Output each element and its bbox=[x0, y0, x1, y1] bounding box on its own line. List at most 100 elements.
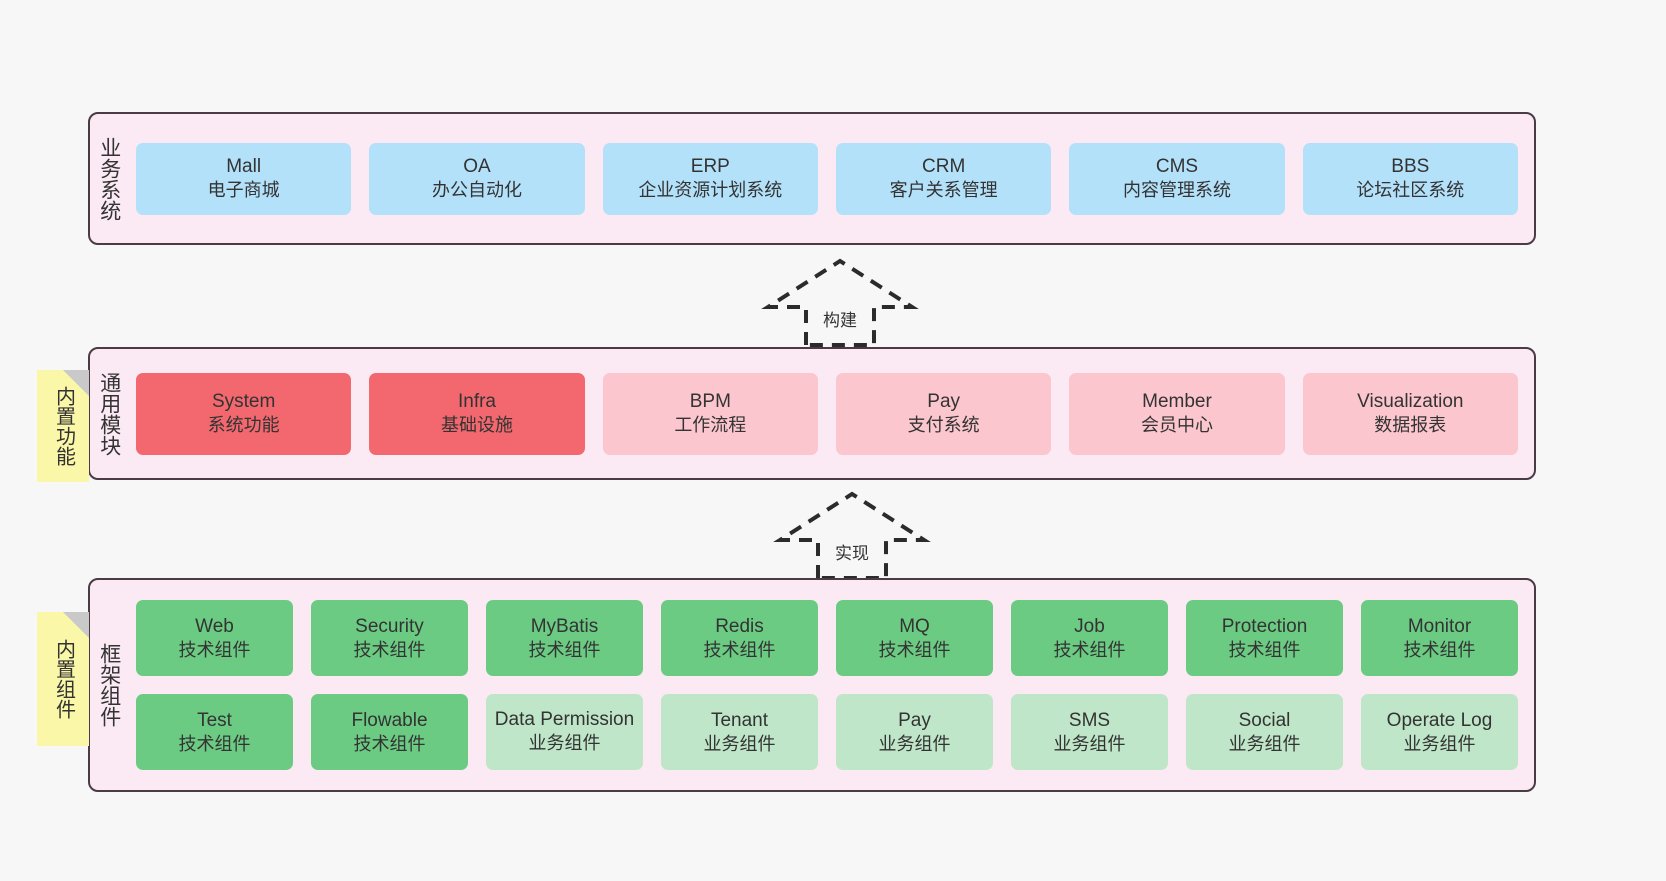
card-title: Test bbox=[197, 709, 232, 731]
card-pay-module[interactable]: Pay 支付系统 bbox=[835, 372, 1052, 455]
layer-label-common-modules: 通用模块 bbox=[97, 371, 121, 456]
card-crm[interactable]: CRM 客户关系管理 bbox=[835, 142, 1052, 215]
card-title: Tenant bbox=[710, 709, 769, 731]
layer-framework-components: 框架组件 Web 技术组件 Security 技术组件 MyBatis 技术组件… bbox=[88, 578, 1536, 792]
card-title: Visualization bbox=[1357, 391, 1464, 413]
card-title: CMS bbox=[1155, 156, 1199, 178]
card-title: Data Permission bbox=[494, 709, 635, 731]
card-subtitle: 技术组件 bbox=[1228, 639, 1301, 660]
card-tenant[interactable]: Tenant 业务组件 bbox=[661, 694, 818, 770]
card-subtitle: 论坛社区系统 bbox=[1356, 180, 1465, 201]
card-subtitle: 技术组件 bbox=[353, 733, 426, 754]
card-operate-log[interactable]: Operate Log 业务组件 bbox=[1361, 694, 1518, 770]
card-subtitle: 企业资源计划系统 bbox=[638, 180, 783, 201]
layer-business-systems: 业务系统 Mall 电子商城 OA 办公自动化 ERP 企业资源计划系统 CRM… bbox=[88, 112, 1536, 245]
page-fold-icon bbox=[63, 612, 89, 638]
card-mall[interactable]: Mall 电子商城 bbox=[136, 142, 352, 215]
card-title: Monitor bbox=[1407, 615, 1472, 637]
card-title: MyBatis bbox=[530, 615, 599, 637]
card-test[interactable]: Test 技术组件 bbox=[136, 694, 293, 770]
card-subtitle: 数据报表 bbox=[1374, 415, 1447, 436]
card-security[interactable]: Security 技术组件 bbox=[311, 600, 468, 676]
sticky-note-text: 内置组件 bbox=[52, 639, 75, 719]
card-subtitle: 业务组件 bbox=[878, 733, 951, 754]
card-subtitle: 业务组件 bbox=[1403, 733, 1476, 754]
card-cms[interactable]: CMS 内容管理系统 bbox=[1069, 142, 1285, 215]
card-pay-component[interactable]: Pay 业务组件 bbox=[836, 694, 993, 770]
sticky-note-built-in-functions: 内置功能 bbox=[37, 370, 89, 482]
card-subtitle: 技术组件 bbox=[1053, 639, 1126, 660]
card-mq[interactable]: MQ 技术组件 bbox=[836, 600, 993, 676]
layer-common-modules: 通用模块 System 系统功能 Infra 基础设施 BPM 工作流程 Pay… bbox=[88, 347, 1536, 480]
card-row: Web 技术组件 Security 技术组件 MyBatis 技术组件 Redi… bbox=[136, 600, 1518, 676]
arrow-label-realize: 实现 bbox=[835, 544, 869, 563]
card-subtitle: 电子商城 bbox=[207, 180, 280, 201]
card-subtitle: 技术组件 bbox=[1403, 639, 1476, 660]
card-subtitle: 业务组件 bbox=[1228, 733, 1301, 754]
card-subtitle: 基础设施 bbox=[440, 415, 513, 436]
card-web[interactable]: Web 技术组件 bbox=[136, 600, 293, 676]
card-visualization[interactable]: Visualization 数据报表 bbox=[1302, 372, 1518, 455]
card-data-permission[interactable]: Data Permission 业务组件 bbox=[486, 694, 643, 770]
card-bbs[interactable]: BBS 论坛社区系统 bbox=[1302, 142, 1518, 215]
card-subtitle: 技术组件 bbox=[528, 639, 601, 660]
card-flowable[interactable]: Flowable 技术组件 bbox=[311, 694, 468, 770]
card-title: OA bbox=[463, 156, 491, 178]
card-mybatis[interactable]: MyBatis 技术组件 bbox=[486, 600, 643, 676]
card-subtitle: 业务组件 bbox=[1053, 733, 1126, 754]
layer-body-common-modules: System 系统功能 Infra 基础设施 BPM 工作流程 Pay 支付系统… bbox=[128, 349, 1534, 478]
dashed-hollow-arrow-icon bbox=[761, 258, 919, 347]
card-erp[interactable]: ERP 企业资源计划系统 bbox=[602, 142, 818, 215]
card-subtitle: 系统功能 bbox=[207, 415, 280, 436]
card-title: BPM bbox=[689, 391, 731, 413]
card-title: Operate Log bbox=[1386, 709, 1493, 731]
dashed-hollow-arrow-icon bbox=[773, 491, 931, 580]
sticky-note-built-in-components: 内置组件 bbox=[37, 612, 89, 746]
card-oa[interactable]: OA 办公自动化 bbox=[369, 142, 585, 215]
layer-label-framework-components: 框架组件 bbox=[97, 643, 121, 727]
card-subtitle: 工作流程 bbox=[674, 415, 747, 436]
card-job[interactable]: Job 技术组件 bbox=[1011, 600, 1168, 676]
card-bpm[interactable]: BPM 工作流程 bbox=[602, 372, 818, 455]
card-member[interactable]: Member 会员中心 bbox=[1069, 372, 1285, 455]
card-subtitle: 技术组件 bbox=[878, 639, 951, 660]
card-subtitle: 业务组件 bbox=[703, 733, 776, 754]
card-subtitle: 内容管理系统 bbox=[1122, 180, 1231, 201]
card-title: ERP bbox=[690, 156, 730, 178]
card-subtitle: 办公自动化 bbox=[431, 180, 522, 201]
card-title: Redis bbox=[715, 615, 764, 637]
card-title: Protection bbox=[1221, 615, 1308, 637]
card-title: Pay bbox=[898, 709, 931, 731]
arrow-label-build: 构建 bbox=[823, 311, 857, 330]
card-infra[interactable]: Infra 基础设施 bbox=[369, 372, 585, 455]
card-redis[interactable]: Redis 技术组件 bbox=[661, 600, 818, 676]
card-row: Test 技术组件 Flowable 技术组件 Data Permission … bbox=[136, 694, 1518, 770]
layer-body-framework-components: Web 技术组件 Security 技术组件 MyBatis 技术组件 Redi… bbox=[128, 580, 1534, 790]
card-subtitle: 技术组件 bbox=[178, 733, 251, 754]
card-subtitle: 支付系统 bbox=[907, 415, 980, 436]
card-row: System 系统功能 Infra 基础设施 BPM 工作流程 Pay 支付系统… bbox=[136, 372, 1518, 455]
card-title: Job bbox=[1074, 615, 1105, 637]
card-sms[interactable]: SMS 业务组件 bbox=[1011, 694, 1168, 770]
card-monitor[interactable]: Monitor 技术组件 bbox=[1361, 600, 1518, 676]
arrow-realize: 实现 bbox=[772, 488, 932, 586]
card-title: Mall bbox=[226, 156, 262, 178]
card-subtitle: 技术组件 bbox=[703, 639, 776, 660]
layer-body-business-systems: Mall 电子商城 OA 办公自动化 ERP 企业资源计划系统 CRM 客户关系… bbox=[128, 114, 1534, 243]
card-title: CRM bbox=[922, 156, 966, 178]
card-subtitle: 业务组件 bbox=[528, 733, 601, 754]
card-title: Pay bbox=[927, 391, 961, 413]
card-subtitle: 技术组件 bbox=[178, 639, 251, 660]
card-title: Web bbox=[195, 615, 234, 637]
card-subtitle: 技术组件 bbox=[353, 639, 426, 660]
sticky-note-text: 内置功能 bbox=[52, 386, 75, 466]
card-title: SMS bbox=[1068, 709, 1111, 731]
card-social[interactable]: Social 业务组件 bbox=[1186, 694, 1343, 770]
card-protection[interactable]: Protection 技术组件 bbox=[1186, 600, 1343, 676]
layer-label-business-systems: 业务系统 bbox=[97, 136, 121, 221]
card-title: Security bbox=[355, 615, 424, 637]
card-system[interactable]: System 系统功能 bbox=[136, 372, 352, 455]
card-title: BBS bbox=[1391, 156, 1430, 178]
arrow-build: 构建 bbox=[760, 255, 920, 353]
